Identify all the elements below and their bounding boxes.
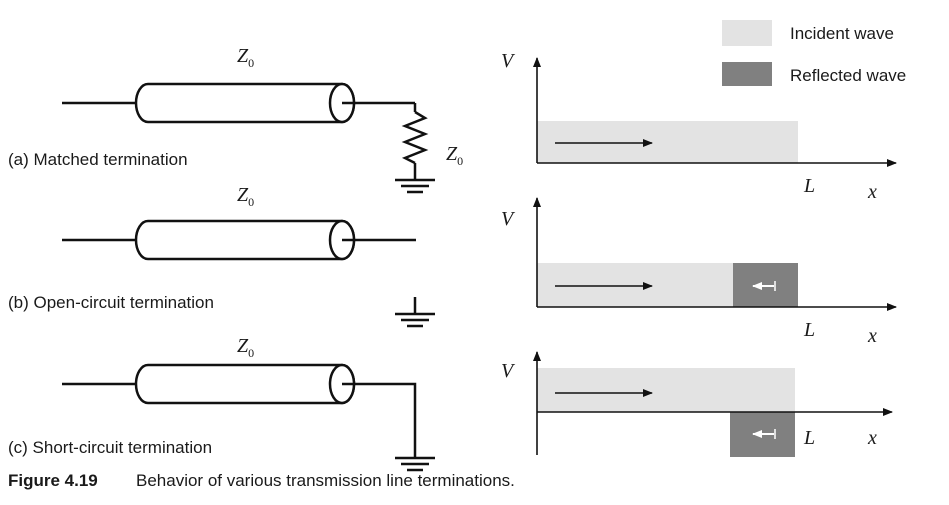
legend-reflected-label: Reflected wave xyxy=(790,66,906,85)
case-a-label: (a) Matched termination xyxy=(8,150,188,169)
resistor-symbol xyxy=(401,110,429,165)
incident-wave-region xyxy=(537,263,733,307)
legend-reflected-swatch xyxy=(722,62,772,86)
figure-caption: Figure 4.19 Behavior of various transmis… xyxy=(8,471,515,490)
l-label: L xyxy=(803,319,815,341)
l-label: L xyxy=(803,175,815,197)
v-axis-label: V xyxy=(501,360,516,382)
ground-icon xyxy=(395,178,435,194)
x-axis-label: x xyxy=(867,181,877,203)
load-impedance-label: Z0 xyxy=(446,143,463,168)
x-axis-label: x xyxy=(867,325,877,347)
case-a-plot: V L x xyxy=(501,50,897,203)
case-a-circuit: Z0 Z0 (a) Matched termination xyxy=(8,45,463,194)
legend: Incident wave Reflected wave xyxy=(722,20,906,86)
impedance-label: Z0 xyxy=(237,45,254,70)
incident-wave-region xyxy=(537,368,795,412)
case-b-plot: V L x xyxy=(501,197,897,347)
case-c-circuit: Z0 (c) Short-circuit termination xyxy=(8,335,435,472)
legend-incident-label: Incident wave xyxy=(790,24,894,43)
caption-number: Figure 4.19 xyxy=(8,471,98,490)
case-c-label: (c) Short-circuit termination xyxy=(8,438,212,457)
legend-incident-swatch xyxy=(722,20,772,46)
ground-icon xyxy=(395,297,435,328)
l-label: L xyxy=(803,427,815,449)
coax-cable xyxy=(134,363,356,405)
case-c-plot: V L x xyxy=(501,351,893,457)
v-axis-label: V xyxy=(501,50,516,72)
caption-text: Behavior of various transmission line te… xyxy=(136,471,515,490)
incident-wave-region xyxy=(537,121,798,163)
impedance-label: Z0 xyxy=(237,335,254,360)
x-axis-label: x xyxy=(867,427,877,449)
impedance-label: Z0 xyxy=(237,184,254,209)
v-axis-label: V xyxy=(501,208,516,230)
coax-cable xyxy=(134,82,356,124)
ground-icon xyxy=(395,456,435,472)
case-b-circuit: Z0 (b) Open-circuit termination xyxy=(8,184,435,328)
coax-cable xyxy=(134,219,356,261)
case-b-label: (b) Open-circuit termination xyxy=(8,293,214,312)
